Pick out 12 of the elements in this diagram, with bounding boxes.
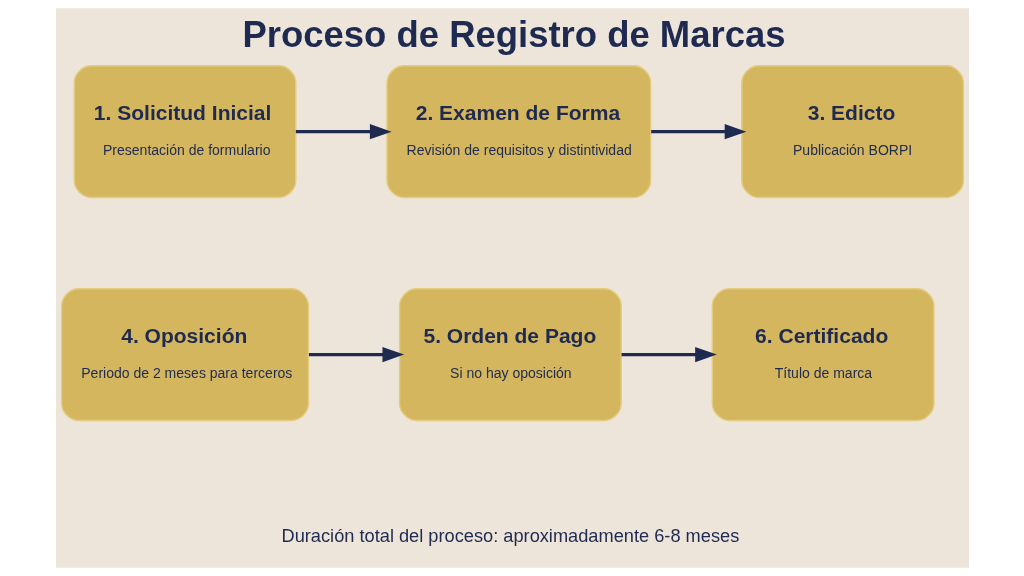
node-box: 5. Orden de Pago Si no hay oposición (398, 288, 622, 422)
diagram-title: Proceso de Registro de Marcas (242, 14, 785, 56)
node-box: 4. Oposición Periodo de 2 meses para terceros (60, 288, 309, 422)
arrow (621, 347, 717, 363)
node-box: 3. Edicto Publicación BORPI (740, 65, 964, 199)
node-box: 1. Solicitud Inicial Presentación de formulario (73, 65, 296, 199)
node-box: 2. Examen de Forma Revisión de requisitos y distintividad (385, 65, 651, 199)
node-box: 6. Certificado Título de marca (711, 288, 935, 422)
arrow (650, 124, 746, 140)
label: Duración total del proceso: aproximadamente 6-8 meses (281, 524, 739, 546)
arrow (308, 347, 404, 363)
arrow (295, 124, 392, 140)
